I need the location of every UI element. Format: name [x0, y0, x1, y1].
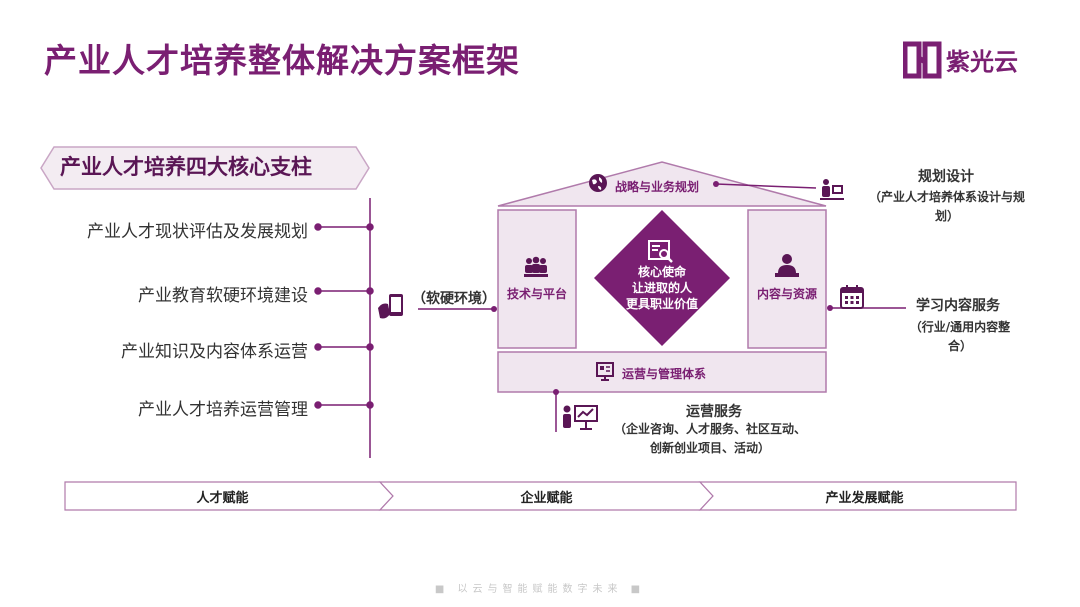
- core-diamond: [594, 210, 730, 346]
- pillar-banner: [40, 146, 370, 190]
- left-panel-label: 技术与平台: [506, 287, 567, 301]
- ops-sub: （企业咨询、人才服务、社区互动、 创新创业项目、活动）: [600, 420, 820, 458]
- learning-sub: （行业/通用内容整 合）: [890, 318, 1030, 356]
- learning-title: 学习内容服务: [916, 298, 1000, 314]
- learning-sub-line-1: （行业/通用内容整: [909, 320, 1011, 334]
- search-report-icon: [648, 240, 673, 263]
- ops-sub-line-1: （企业咨询、人才服务、社区互动、: [613, 422, 806, 436]
- pillar-title: 产业人才培养四大核心支柱: [60, 155, 312, 179]
- pillar-item-4: 产业人才培养运营管理: [138, 400, 308, 420]
- base-label: 运营与管理体系: [622, 367, 707, 381]
- stage-3-label: 产业发展赋能: [825, 491, 904, 506]
- pillar-item-1: 产业人才现状评估及发展规划: [87, 222, 308, 242]
- brand-logo-icon: [903, 41, 942, 79]
- house-base: [497, 351, 827, 393]
- right-panel: [747, 209, 827, 349]
- management-icon: [596, 362, 614, 381]
- right-panel-label: 内容与资源: [756, 287, 817, 301]
- core-line-3: 更具职业价值: [625, 297, 698, 311]
- footer-text: 以云与智能赋能数字未来: [457, 584, 623, 595]
- planning-sub: （产业人才培养体系设计与规 划）: [854, 188, 1040, 226]
- ops-sub-line-2: 创新创业项目、活动）: [649, 441, 770, 455]
- planning-sub-line-2: 划）: [934, 209, 959, 223]
- soft-hard-callout: （软硬环境）: [412, 291, 496, 307]
- pillar-item-2: 产业教育软硬环境建设: [138, 286, 308, 306]
- presentation-board-icon: [563, 405, 598, 430]
- core-line-2: 让进取的人: [631, 281, 692, 295]
- left-panel: [497, 209, 577, 349]
- calendar-icon: [840, 285, 864, 309]
- core-mission-text: 核心使命 让进取的人 更具职业价值: [594, 264, 730, 312]
- pillar-item-3: 产业知识及内容体系运营: [121, 342, 308, 362]
- pillar-connectors: [314, 223, 374, 409]
- planning-title: 规划设计: [918, 169, 974, 185]
- planning-sub-line-1: （产业人才培养体系设计与规: [868, 190, 1025, 204]
- stage-bar: [64, 481, 1017, 511]
- stage-2-label: 企业赋能: [520, 491, 573, 506]
- ops-title: 运营服务: [686, 404, 742, 420]
- presenter-icon: [775, 254, 799, 277]
- core-line-1: 核心使命: [637, 265, 686, 279]
- design-planning-icon: [820, 179, 844, 200]
- team-icon: [524, 256, 548, 277]
- footer-slogan: ■ 以云与智能赋能数字未来 ■: [434, 584, 646, 595]
- stage-1-label: 人才赋能: [196, 491, 249, 506]
- page-title: 产业人才培养整体解决方案框架: [44, 41, 520, 80]
- hand-device-icon: [378, 294, 403, 319]
- roof-label: 战略与业务规划: [615, 180, 700, 194]
- brand-logo-text: 紫光云: [946, 48, 1018, 76]
- learning-sub-line-2: 合）: [947, 339, 972, 353]
- house-roof: [497, 161, 827, 207]
- globe-icon: [589, 174, 607, 192]
